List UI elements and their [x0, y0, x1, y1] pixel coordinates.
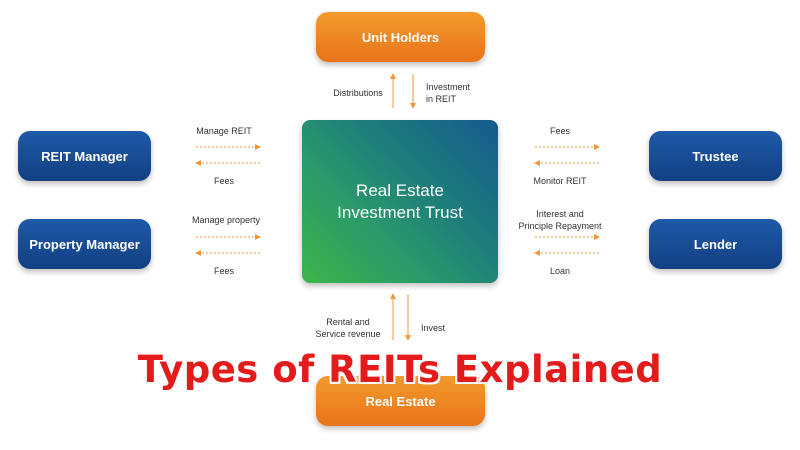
- real-estate-label: Real Estate: [365, 393, 436, 409]
- lender-node: Lender: [649, 219, 782, 269]
- unit-holders-label: Unit Holders: [361, 29, 440, 45]
- property-manager-label: Property Manager: [29, 236, 140, 252]
- reit-center-node: Real Estate Investment Trust: [302, 120, 498, 283]
- reit-manager-node: REIT Manager: [18, 131, 151, 181]
- distributions-label: Distributions: [333, 88, 383, 98]
- center-title-line1: Real Estate: [356, 180, 444, 200]
- trustee-node: Trustee: [649, 131, 782, 181]
- investment-label-line2: in REIT: [426, 94, 457, 104]
- invest-label: Invest: [421, 323, 446, 333]
- rental-label-line1: Rental and: [326, 317, 370, 327]
- lender-label: Lender: [693, 236, 738, 252]
- trustee-label: Trustee: [692, 148, 739, 164]
- interest-label-line2: Principle Repayment: [518, 221, 602, 231]
- rental-label-line2: Service revenue: [315, 329, 381, 339]
- property-manager-node: Property Manager: [18, 219, 151, 269]
- loan-label: Loan: [549, 266, 571, 276]
- reit-manager-fees-label: Fees: [213, 176, 234, 186]
- monitor-reit-label: Monitor REIT: [533, 176, 587, 186]
- rental-revenue-label: Rental and Service revenue: [312, 316, 384, 340]
- investment-label-line1: Investment: [426, 82, 471, 92]
- interest-label: Interest and Principle Repayment: [510, 208, 610, 232]
- reit-manager-label: REIT Manager: [41, 148, 128, 164]
- real-estate-node: Real Estate: [316, 376, 485, 426]
- unit-holders-node: Unit Holders: [316, 12, 485, 62]
- overlay-title: Types of REITs Explained: [137, 348, 663, 391]
- manage-reit-label: Manage REIT: [196, 126, 252, 136]
- manage-property-label: Manage property: [191, 215, 261, 225]
- interest-label-line1: Interest and: [536, 209, 584, 219]
- trustee-fees-label: Fees: [549, 126, 570, 136]
- investment-label: Investment in REIT: [426, 81, 470, 105]
- center-title-line2: Investment Trust: [337, 202, 463, 222]
- property-manager-fees-label: Fees: [213, 266, 234, 276]
